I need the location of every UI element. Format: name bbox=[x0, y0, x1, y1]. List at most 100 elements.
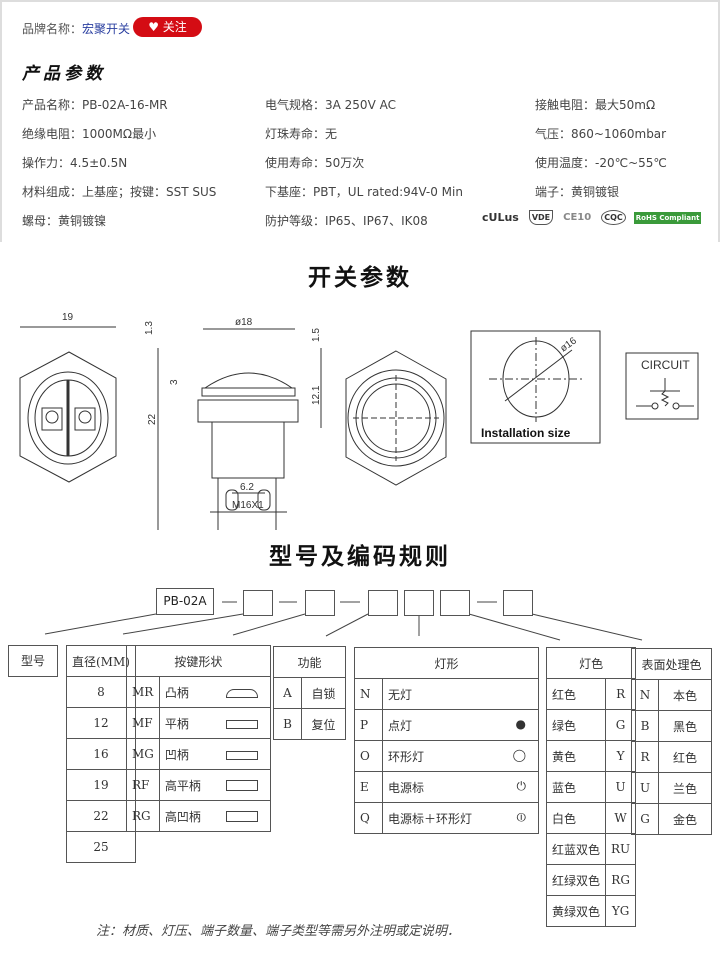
value-cell: 红绿双色 bbox=[545, 864, 607, 896]
button-shape-table-header: 按键形状 bbox=[126, 645, 271, 677]
dim-1-3: 1.3 bbox=[144, 321, 155, 335]
spec-item: 绝缘电阻：1000MΩ最小 bbox=[22, 127, 157, 141]
lamp-shape-icon: ⏼ bbox=[516, 810, 527, 824]
model-label: 型号 bbox=[8, 645, 58, 677]
code-leader-lines bbox=[44, 601, 643, 641]
value-cell: RG bbox=[605, 864, 637, 896]
value-cell: B bbox=[273, 708, 302, 740]
spec-item: 气压：860~1060mbar bbox=[535, 127, 667, 141]
value-cell: 黄绿双色 bbox=[545, 895, 607, 927]
label-text: 点灯 bbox=[388, 718, 413, 733]
value-cell: 复位 bbox=[301, 708, 346, 740]
label-cell: 凸柄 bbox=[158, 676, 271, 708]
code-cell: P bbox=[354, 709, 383, 741]
circuit-label: CIRCUIT bbox=[641, 358, 690, 372]
follow-button[interactable]: ♥ 关注 bbox=[133, 17, 202, 37]
label-cell: 点灯● bbox=[382, 709, 539, 741]
params-title: 产品参数 bbox=[22, 64, 106, 84]
value-cell: RU bbox=[605, 833, 637, 865]
dimension-drawings: 19 ø18 1.3 3 22 1.5 12.1 6.2 M16X1 ø16 I… bbox=[19, 312, 699, 530]
code-slot-button-shape bbox=[305, 590, 335, 616]
code-slot-diameter bbox=[243, 590, 273, 616]
value-cell: 蓝色 bbox=[545, 771, 607, 803]
brand: 品牌名称：宏聚开关 bbox=[22, 20, 130, 37]
value-cell: 19 bbox=[66, 769, 136, 801]
code-slot-function bbox=[368, 590, 398, 616]
value-cell: 红蓝双色 bbox=[545, 833, 607, 865]
diameter-table-header: 直径(MM) bbox=[66, 645, 136, 677]
label-cell: 高平柄 bbox=[158, 769, 271, 801]
spec-item: 使用温度：-20℃~55℃ bbox=[535, 156, 667, 170]
rear-view-drawing: 19 bbox=[19, 312, 117, 483]
spec-item: 端子：黄铜镀银 bbox=[535, 185, 620, 199]
heart-icon: ♥ bbox=[148, 20, 159, 34]
spec-item: 防护等级：IP65、IP67、IK08 bbox=[265, 214, 428, 228]
value-cell: Y bbox=[605, 740, 637, 772]
vde-logo: VDE bbox=[528, 210, 554, 225]
spec-item: 电气规格：3A 250V AC bbox=[265, 98, 396, 112]
dim-22: 22 bbox=[147, 413, 158, 425]
value-cell: A bbox=[273, 677, 302, 709]
dim-3: 3 bbox=[169, 379, 180, 385]
value-cell: 本色 bbox=[658, 679, 712, 711]
follow-label: 关注 bbox=[162, 20, 187, 34]
spec-item: 操作力：4.5±0.5N bbox=[22, 156, 128, 170]
label-text: 环形灯 bbox=[388, 749, 425, 764]
label-text: 无灯 bbox=[388, 687, 413, 702]
code-prefix: PB-02A bbox=[156, 588, 214, 615]
label-text: 凸柄 bbox=[164, 685, 189, 700]
value-cell: 绿色 bbox=[545, 709, 607, 741]
button-shape-icon bbox=[225, 780, 258, 791]
value-cell: 黄色 bbox=[545, 740, 607, 772]
dim-6-2: 6.2 bbox=[240, 482, 254, 493]
value-cell: B bbox=[631, 710, 659, 742]
footnote: 注：材质、灯压、端子数量、端子类型等需另外注明或定说明． bbox=[96, 924, 461, 939]
spec-item: 灯珠寿命：无 bbox=[265, 127, 338, 141]
value-cell: 白色 bbox=[545, 802, 607, 834]
diameter-table-row: 16 bbox=[66, 738, 136, 770]
label-cell: 电源标⏻ bbox=[382, 771, 539, 803]
label-cell: 无灯 bbox=[382, 678, 539, 710]
brand-link[interactable]: 宏聚开关 bbox=[82, 22, 131, 36]
diameter-table-row: 25 bbox=[66, 831, 136, 863]
installation-size-drawing: ø16 Installation size bbox=[470, 330, 601, 444]
lamp-shape-icon: ◯ bbox=[512, 748, 526, 762]
label-cell: 环形灯 ◯ bbox=[382, 740, 539, 772]
code-cell: MR bbox=[126, 676, 160, 708]
value-cell: YG bbox=[605, 895, 637, 927]
spec-item: 使用寿命：50万次 bbox=[265, 156, 365, 170]
brand-label: 品牌名称： bbox=[22, 22, 83, 36]
switch-params-title: 开关参数 bbox=[308, 265, 412, 291]
code-slot-lamp-shape bbox=[404, 590, 434, 616]
spec-item: 螺母：黄铜镀镍 bbox=[22, 214, 107, 228]
spec-item: 接触电阻：最大50mΩ bbox=[535, 98, 656, 112]
value-cell: 兰色 bbox=[658, 772, 712, 804]
label-cell: 高凹柄 bbox=[158, 800, 271, 832]
front-view-drawing bbox=[345, 350, 447, 486]
code-cell: MF bbox=[126, 707, 160, 739]
dim-d18: ø18 bbox=[235, 317, 253, 328]
button-shape-icon bbox=[225, 751, 258, 760]
